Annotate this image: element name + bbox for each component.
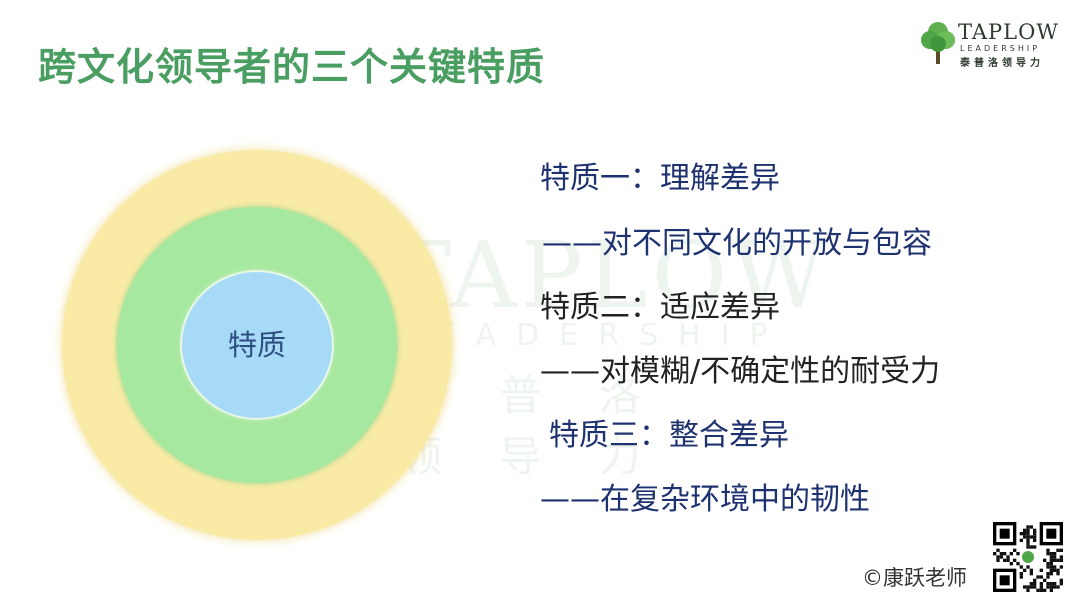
logo-subtitle: LEADERSHIP bbox=[960, 44, 1041, 53]
logo-name: TAPLOW bbox=[958, 20, 1059, 44]
trait-2-heading: 特质二：适应差异 bbox=[540, 290, 780, 325]
inner-circle bbox=[182, 272, 332, 418]
trait-3-detail: ——在复杂环境中的韧性 bbox=[540, 482, 870, 517]
taplow-logo: TAPLOW LEADERSHIP 泰普洛领导力 bbox=[920, 20, 1060, 70]
qr-code-icon bbox=[993, 522, 1063, 592]
copyright-text: ©康跃老师 bbox=[862, 566, 967, 590]
logo-chinese-name: 泰普洛领导力 bbox=[960, 58, 1044, 69]
trait-2-detail: ——对模糊/不确定性的耐受力 bbox=[540, 354, 941, 389]
slide-title: 跨文化领导者的三个关键特质 bbox=[38, 45, 546, 89]
trait-1-detail: ——对不同文化的开放与包容 bbox=[542, 226, 932, 261]
trait-3-heading: 特质三：整合差异 bbox=[549, 418, 789, 453]
center-label: 特质 bbox=[227, 328, 286, 362]
trait-1-heading: 特质一：理解差异 bbox=[540, 161, 780, 196]
tree-icon bbox=[921, 22, 955, 64]
concentric-circles-diagram: 特质 bbox=[62, 150, 462, 540]
